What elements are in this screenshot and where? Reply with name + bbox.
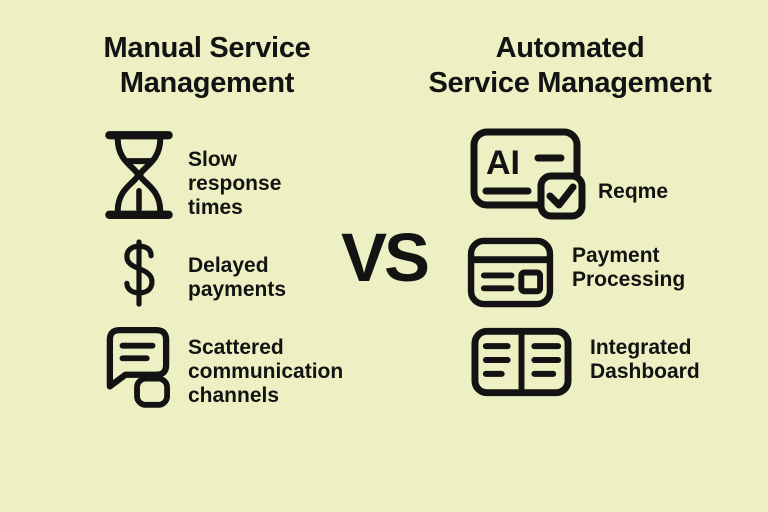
automated-column-title: Automated Service Management — [428, 32, 712, 99]
dashboard-book-icon — [471, 327, 572, 397]
vs-label: VS — [341, 219, 430, 296]
ai-icon-text: AI — [486, 144, 520, 182]
automated-item-payment-processing-label: Payment Processing — [572, 244, 686, 291]
automated-item-integrated-dashboard-label: Integrated Dashboard — [590, 336, 700, 383]
manual-item-scattered-communication-label: Scattered communication channels — [188, 336, 344, 407]
dollar-icon — [124, 239, 155, 307]
automated-item-reqme-label: Reqme — [598, 180, 669, 203]
chat-bubble-icon — [106, 327, 170, 408]
ai-document-icon: AI — [470, 128, 586, 220]
hourglass-icon — [105, 131, 173, 219]
manual-item-delayed-payments-label: Delayed payments — [188, 254, 287, 301]
manual-column-title: Manual Service Management — [103, 32, 311, 99]
credit-card-icon — [467, 237, 554, 308]
manual-item-slow-response-label: Slow response times — [188, 148, 282, 219]
